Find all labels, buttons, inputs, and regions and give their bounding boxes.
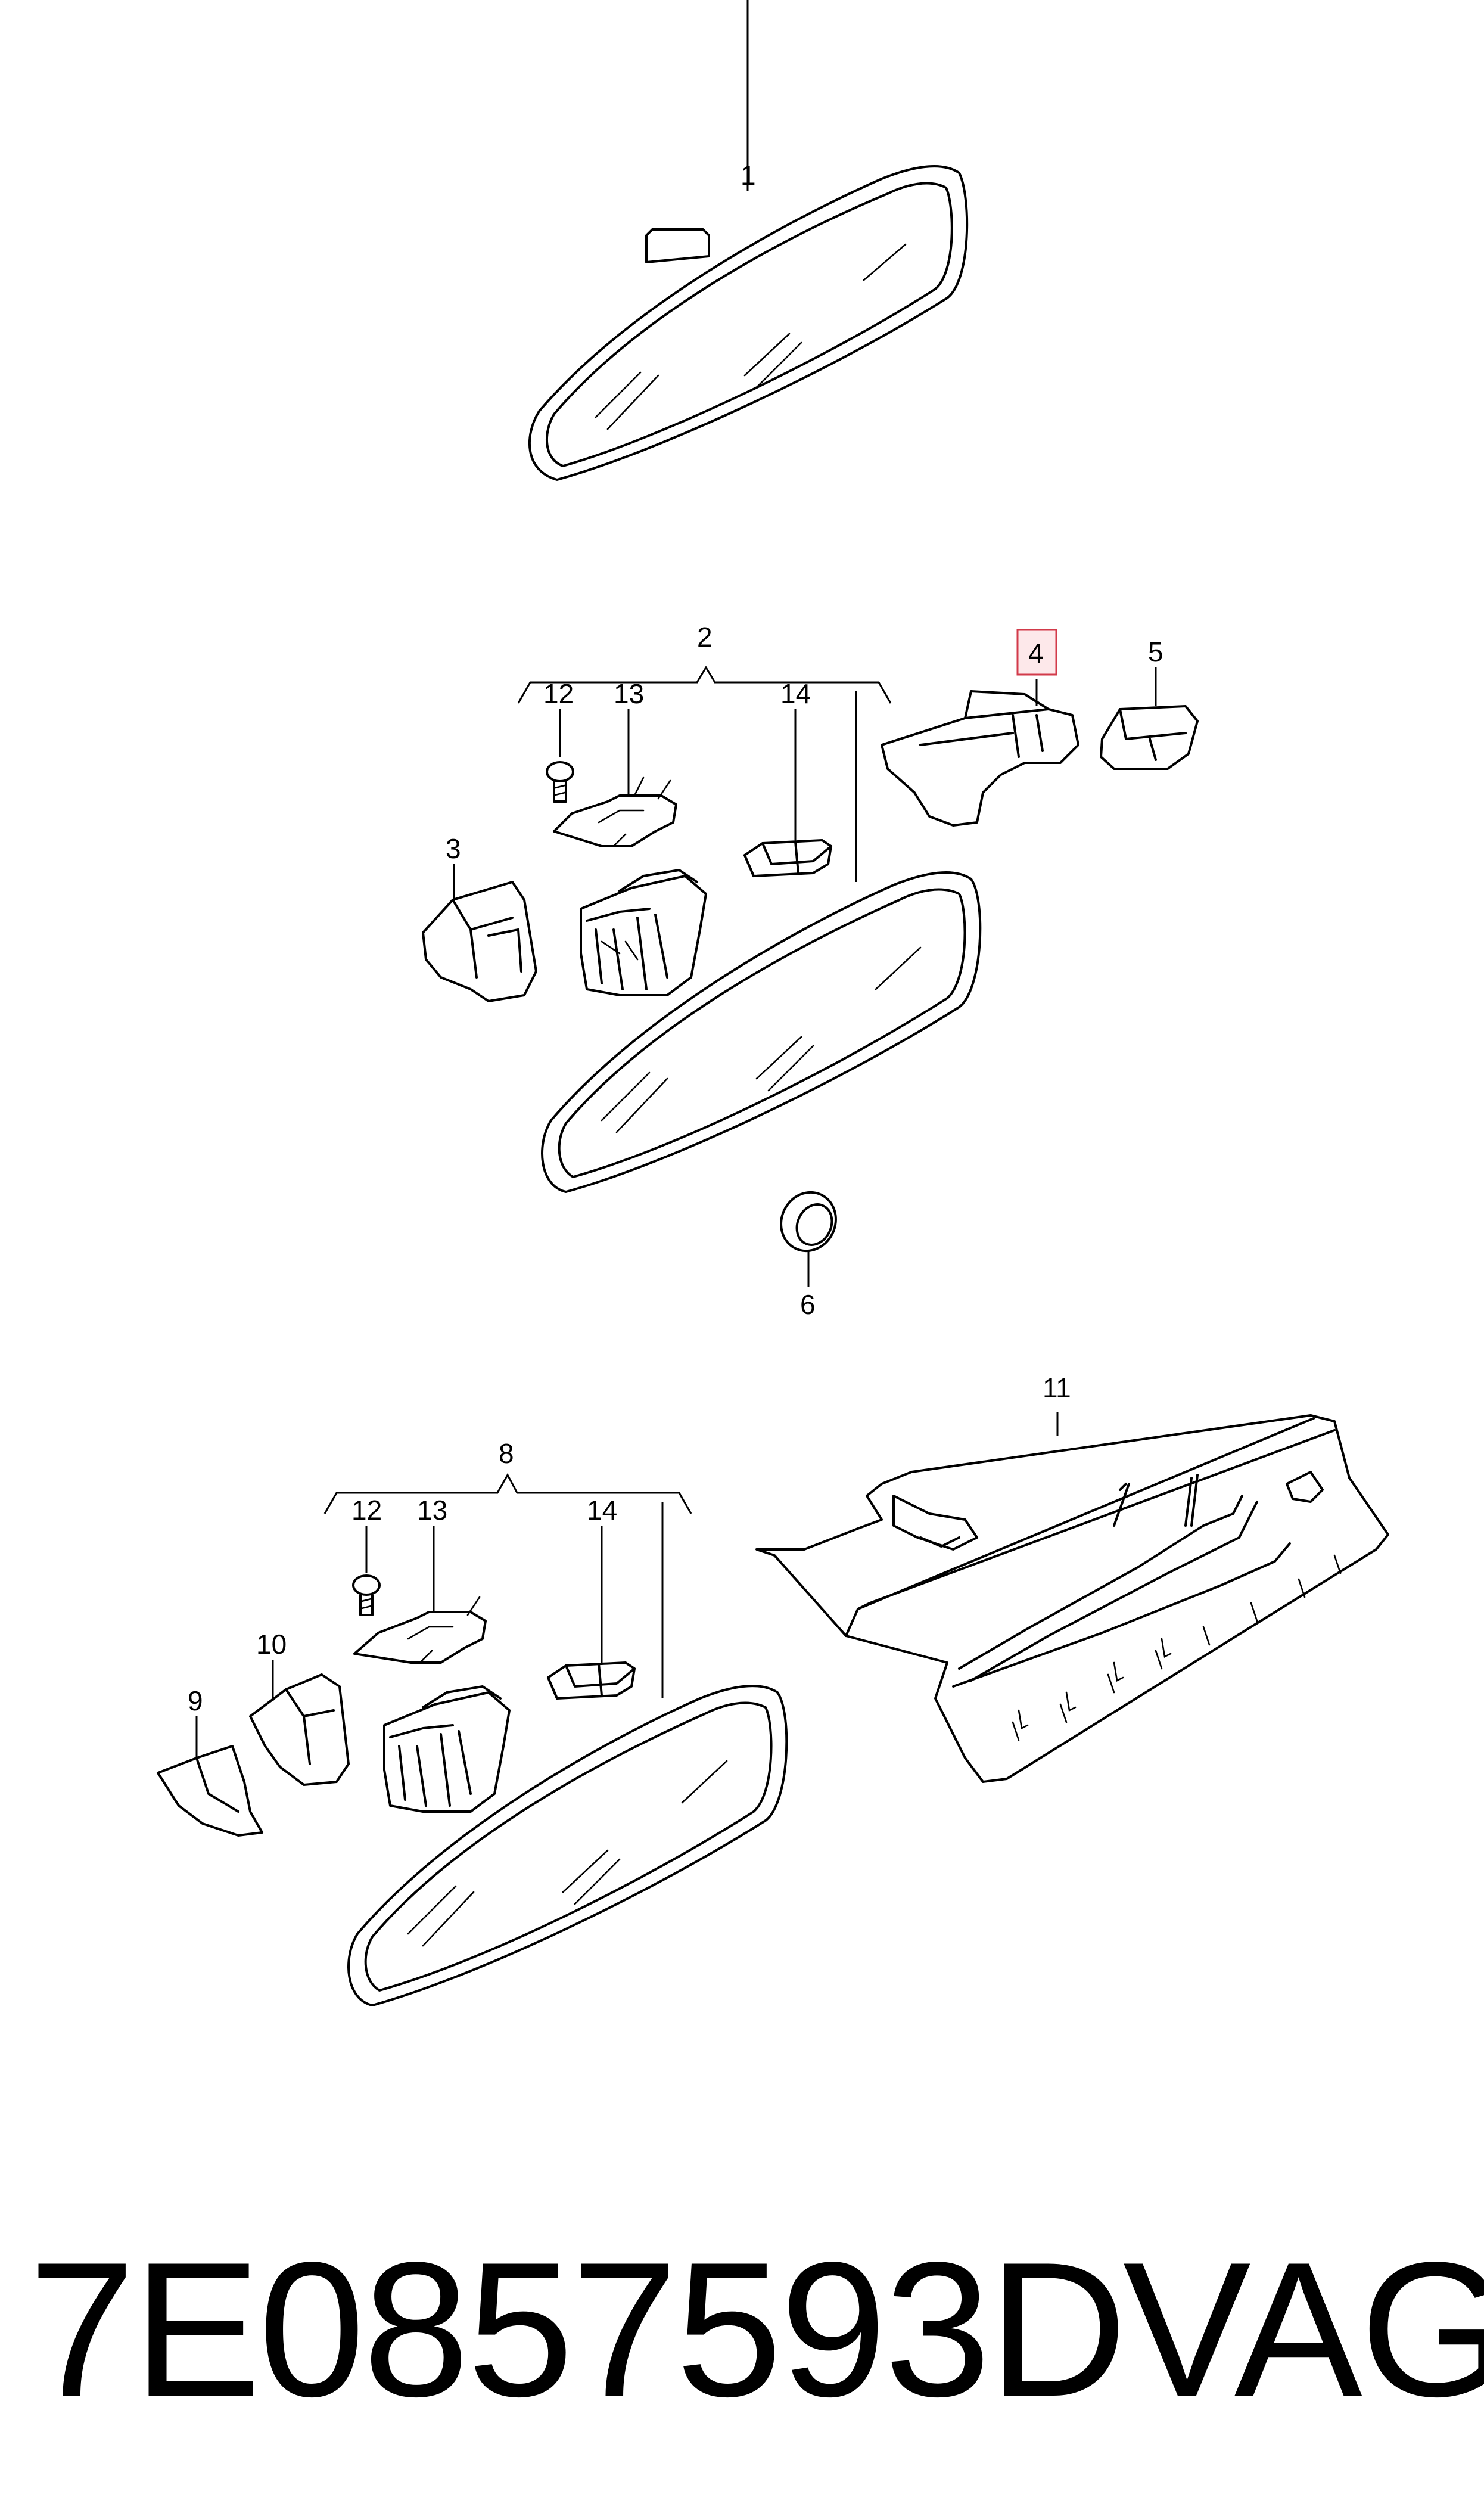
callout-4: 4 [1028,638,1044,669]
callout-2: 2 [697,622,713,653]
mount-assembly-8 [383,1685,511,1813]
callout-10: 10 [256,1629,287,1660]
callout-1: 1 [741,160,756,191]
connector-part-14-lower [547,1661,636,1700]
callout-13-upper: 13 [614,678,644,709]
cover-part-5 [1100,705,1199,770]
screw-part-12 [546,761,574,803]
grommet-part-6 [780,1191,837,1253]
callout-12-upper: 12 [543,678,574,709]
callout-5: 5 [1148,636,1163,667]
callout-6: 6 [800,1289,816,1320]
mirror-part-1 [528,165,969,481]
screw-part-12-lower [352,1574,381,1616]
callout-4-highlight-box [1016,629,1057,676]
callout-3: 3 [446,833,461,864]
callout-14-lower: 14 [587,1495,617,1526]
callout-9: 9 [188,1685,203,1716]
cover-part-10 [249,1673,350,1786]
mirror-assembly-8 [347,1685,788,2006]
cover-part-9 [157,1745,263,1837]
callout-14-upper: 14 [780,678,811,709]
callout-13-lower: 13 [417,1495,447,1526]
part-number: 7E0857593D [29,2223,1127,2437]
callout-8: 8 [499,1438,514,1469]
clip-part-13 [553,776,677,847]
mirror-assembly-2 [541,871,982,1193]
cover-part-3 [422,881,537,1002]
mount-assembly-2 [580,869,707,996]
footer-caption: 7E0857593D VAG [0,2205,1484,2455]
brand-name: VAG [1123,2223,1484,2437]
callout-12-lower: 12 [351,1495,382,1526]
clip-part-13-lower [353,1596,487,1664]
connector-part-14 [743,839,832,877]
trim-panel-part-11 [755,1414,1389,1783]
callout-11: 11 [1043,1372,1071,1403]
housing-part-4 [881,690,1079,827]
